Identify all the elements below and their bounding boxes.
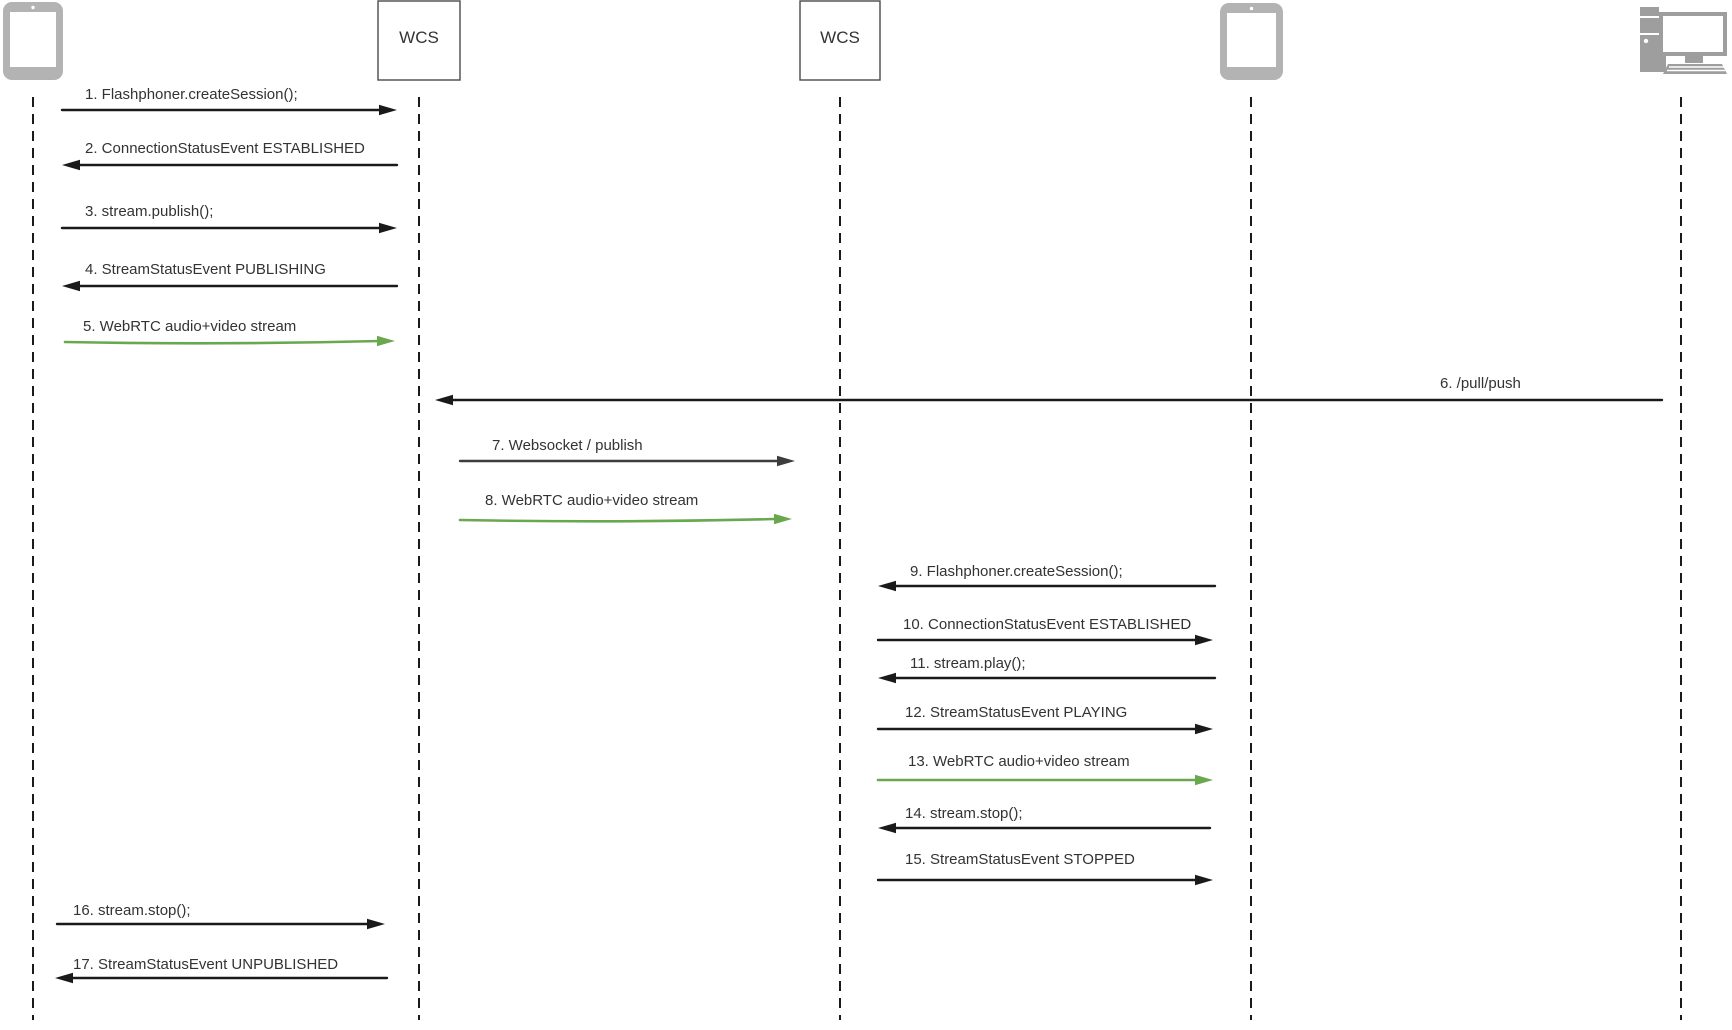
actor-box [377,0,461,81]
message-10-arrowhead-right [1195,634,1213,646]
message-4-label: 4. StreamStatusEvent PUBLISHING [85,261,326,278]
tablet-icon [1220,3,1283,80]
message-16-arrowhead-right [367,918,385,930]
message-10: 10. ConnectionStatusEvent ESTABLISHED [876,616,1213,646]
message-13-label: 13. WebRTC audio+video stream [908,753,1130,770]
message-16: 16. stream.stop(); [55,902,385,930]
message-6-label: 6. /pull/push [1440,375,1521,392]
message-17: 17. StreamStatusEvent UNPUBLISHED [55,956,389,984]
message-3: 3. stream.publish(); [60,203,397,234]
actor-wcs-server-2: WCS [799,0,881,81]
message-7-label: 7. Websocket / publish [492,437,643,454]
message-14: 14. stream.stop(); [878,805,1212,834]
message-6-arrowhead-left [435,394,453,406]
message-9-arrowhead-left [878,580,896,592]
message-15: 15. StreamStatusEvent STOPPED [876,851,1213,886]
message-9-label: 9. Flashphoner.createSession(); [910,563,1123,580]
message-14-arrowhead-left [878,822,896,834]
message-16-label: 16. stream.stop(); [73,902,191,919]
message-5-line [63,339,382,345]
message-2-arrowhead-left [62,159,80,171]
tablet-icon [3,2,63,80]
message-8-arrowhead-right [774,513,792,525]
actor-wcs-server-1: WCS [377,0,461,81]
message-9: 9. Flashphoner.createSession(); [878,563,1217,592]
message-2: 2. ConnectionStatusEvent ESTABLISHED [62,140,399,171]
message-5-arrowhead-right [377,335,395,347]
message-13-arrowhead-right [1195,774,1213,786]
message-14-label: 14. stream.stop(); [905,805,1023,822]
message-5-label: 5. WebRTC audio+video stream [83,318,296,335]
message-12: 12. StreamStatusEvent PLAYING [876,704,1213,735]
message-11-label: 11. stream.play(); [910,655,1026,672]
message-17-arrowhead-left [55,972,73,984]
message-7: 7. Websocket / publish [458,437,795,467]
message-13: 13. WebRTC audio+video stream [876,753,1213,786]
message-15-label: 15. StreamStatusEvent STOPPED [905,851,1135,868]
message-11-arrowhead-left [878,672,896,684]
message-8-label: 8. WebRTC audio+video stream [485,492,698,509]
message-3-arrowhead-right [379,222,397,234]
message-10-label: 10. ConnectionStatusEvent ESTABLISHED [903,616,1191,633]
message-6: 6. /pull/push [435,375,1664,406]
message-1-label: 1. Flashphoner.createSession(); [85,86,298,103]
message-5: 5. WebRTC audio+video stream [63,318,395,347]
actor-box [799,0,881,81]
actor-wcs-server-1-label: WCS [399,28,439,47]
message-11: 11. stream.play(); [878,655,1217,684]
message-12-arrowhead-right [1195,723,1213,735]
message-7-arrowhead-right [777,455,795,467]
message-2-label: 2. ConnectionStatusEvent ESTABLISHED [85,140,365,157]
message-3-label: 3. stream.publish(); [85,203,213,220]
message-12-label: 12. StreamStatusEvent PLAYING [905,704,1127,721]
message-4-arrowhead-left [62,280,80,292]
message-8-line [458,517,779,523]
message-1-arrowhead-right [379,104,397,116]
message-4: 4. StreamStatusEvent PUBLISHING [62,261,399,292]
actor-wcs-server-2-label: WCS [820,28,860,47]
message-15-arrowhead-right [1195,874,1213,886]
message-8: 8. WebRTC audio+video stream [458,492,792,525]
message-17-label: 17. StreamStatusEvent UNPUBLISHED [73,956,338,973]
desktop-computer-icon [1640,7,1727,74]
message-1: 1. Flashphoner.createSession(); [60,86,397,116]
